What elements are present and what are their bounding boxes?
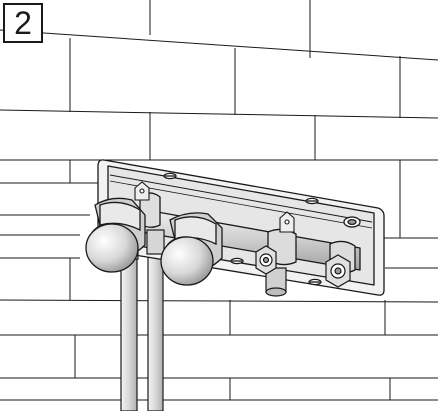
cap-face-left xyxy=(85,223,139,273)
wall-course-line xyxy=(0,299,438,303)
protective-cap-left xyxy=(85,197,146,273)
cap-face-right xyxy=(160,236,214,286)
wall-course-line xyxy=(0,109,438,119)
supply-pipe-right xyxy=(147,249,164,411)
protective-cap-right xyxy=(160,212,223,286)
step-number-badge: 2 xyxy=(3,3,43,43)
connector-nuts xyxy=(255,245,351,288)
supply-pipes xyxy=(120,249,164,411)
top-brackets xyxy=(134,181,295,233)
wall-course-line xyxy=(0,29,438,61)
supply-pipe-left xyxy=(120,254,138,411)
outlet-spigot-right xyxy=(146,229,165,255)
